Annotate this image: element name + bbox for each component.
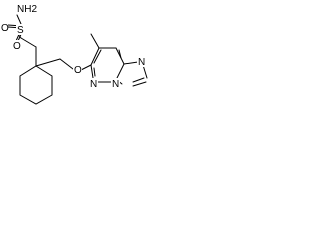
atom-label-o-top: O <box>1 23 9 34</box>
bond-c8a-n4 <box>123 61 139 65</box>
label-bg-nh2 <box>10 1 34 13</box>
bond-c6-c7 <box>90 47 100 66</box>
bond-ch2-ch2 <box>20 37 37 48</box>
atom-label-n-1: N <box>90 79 97 90</box>
bond-c3-n2t-double <box>132 77 145 83</box>
label-bg-s <box>16 24 26 35</box>
bond-c8a-n1 <box>116 63 125 79</box>
structure-svg: NH2 S O O O N N N <box>0 1 148 105</box>
atom-label-n-2: N <box>112 79 119 90</box>
bond-n-s <box>16 14 22 25</box>
bond-methyl <box>90 33 100 49</box>
label-bg-o-ether <box>73 64 82 75</box>
bond-n4-c3 <box>142 64 148 79</box>
label-bg-n-2 <box>111 78 120 89</box>
atom-label-nh2: NH2 <box>17 4 37 15</box>
atom-label-o-bottom: O <box>13 41 21 52</box>
bond-o-aryl <box>80 64 92 71</box>
label-bg-n-1 <box>89 78 98 89</box>
bond-ch2-o <box>59 58 74 70</box>
atom-label-s: S <box>17 25 24 36</box>
bond-c3-n2t <box>132 81 147 87</box>
atom-label-o-ether: O <box>74 65 82 76</box>
bonds <box>7 14 148 105</box>
label-bg-o-top <box>0 22 8 32</box>
label-bg-o-bottom <box>12 40 21 51</box>
bond-n2-c6-double <box>93 67 96 77</box>
label-bg-n-3 <box>137 56 146 67</box>
bond-c6-c7-double <box>93 49 102 64</box>
atom-label-n-3: N <box>138 57 145 68</box>
bond-n2-c6 <box>90 64 94 79</box>
bond-c8-c8a-double <box>118 49 122 59</box>
chemical-structure-diagram: NH2 S O O O N N N <box>0 0 169 108</box>
cyclohexane-ring <box>19 65 53 105</box>
bond-quaternary-ch2 <box>35 58 61 67</box>
